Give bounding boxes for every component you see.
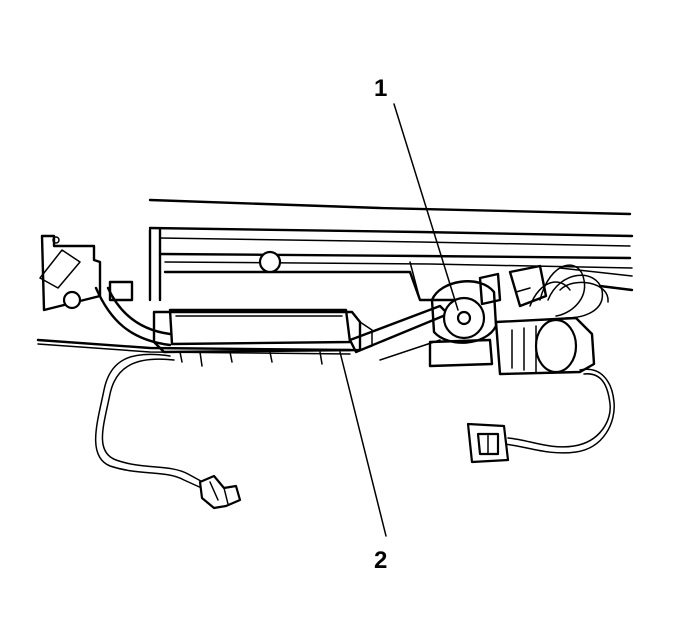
callout-1: 1 <box>374 75 387 102</box>
motor-wiring <box>529 264 609 319</box>
wiper-motor-assembly <box>428 264 596 376</box>
control-module <box>152 308 373 367</box>
left-connector <box>198 474 242 510</box>
leader-line-1 <box>393 103 459 311</box>
callout-2: 2 <box>374 547 387 574</box>
right-connector <box>466 422 510 464</box>
body-panel <box>148 198 634 302</box>
right-harness <box>503 368 615 454</box>
left-harness <box>95 353 211 491</box>
wiper-linkage <box>36 286 450 361</box>
leader-line-2 <box>339 351 387 537</box>
left-mount-bracket <box>39 234 134 312</box>
